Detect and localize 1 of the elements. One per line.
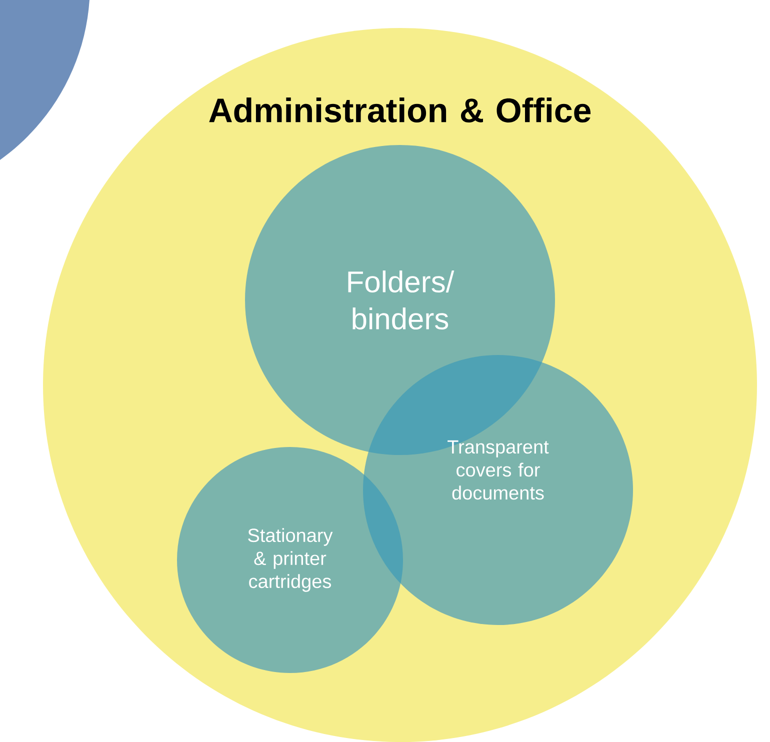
node-label: Folders/ binders (348, 270, 454, 330)
